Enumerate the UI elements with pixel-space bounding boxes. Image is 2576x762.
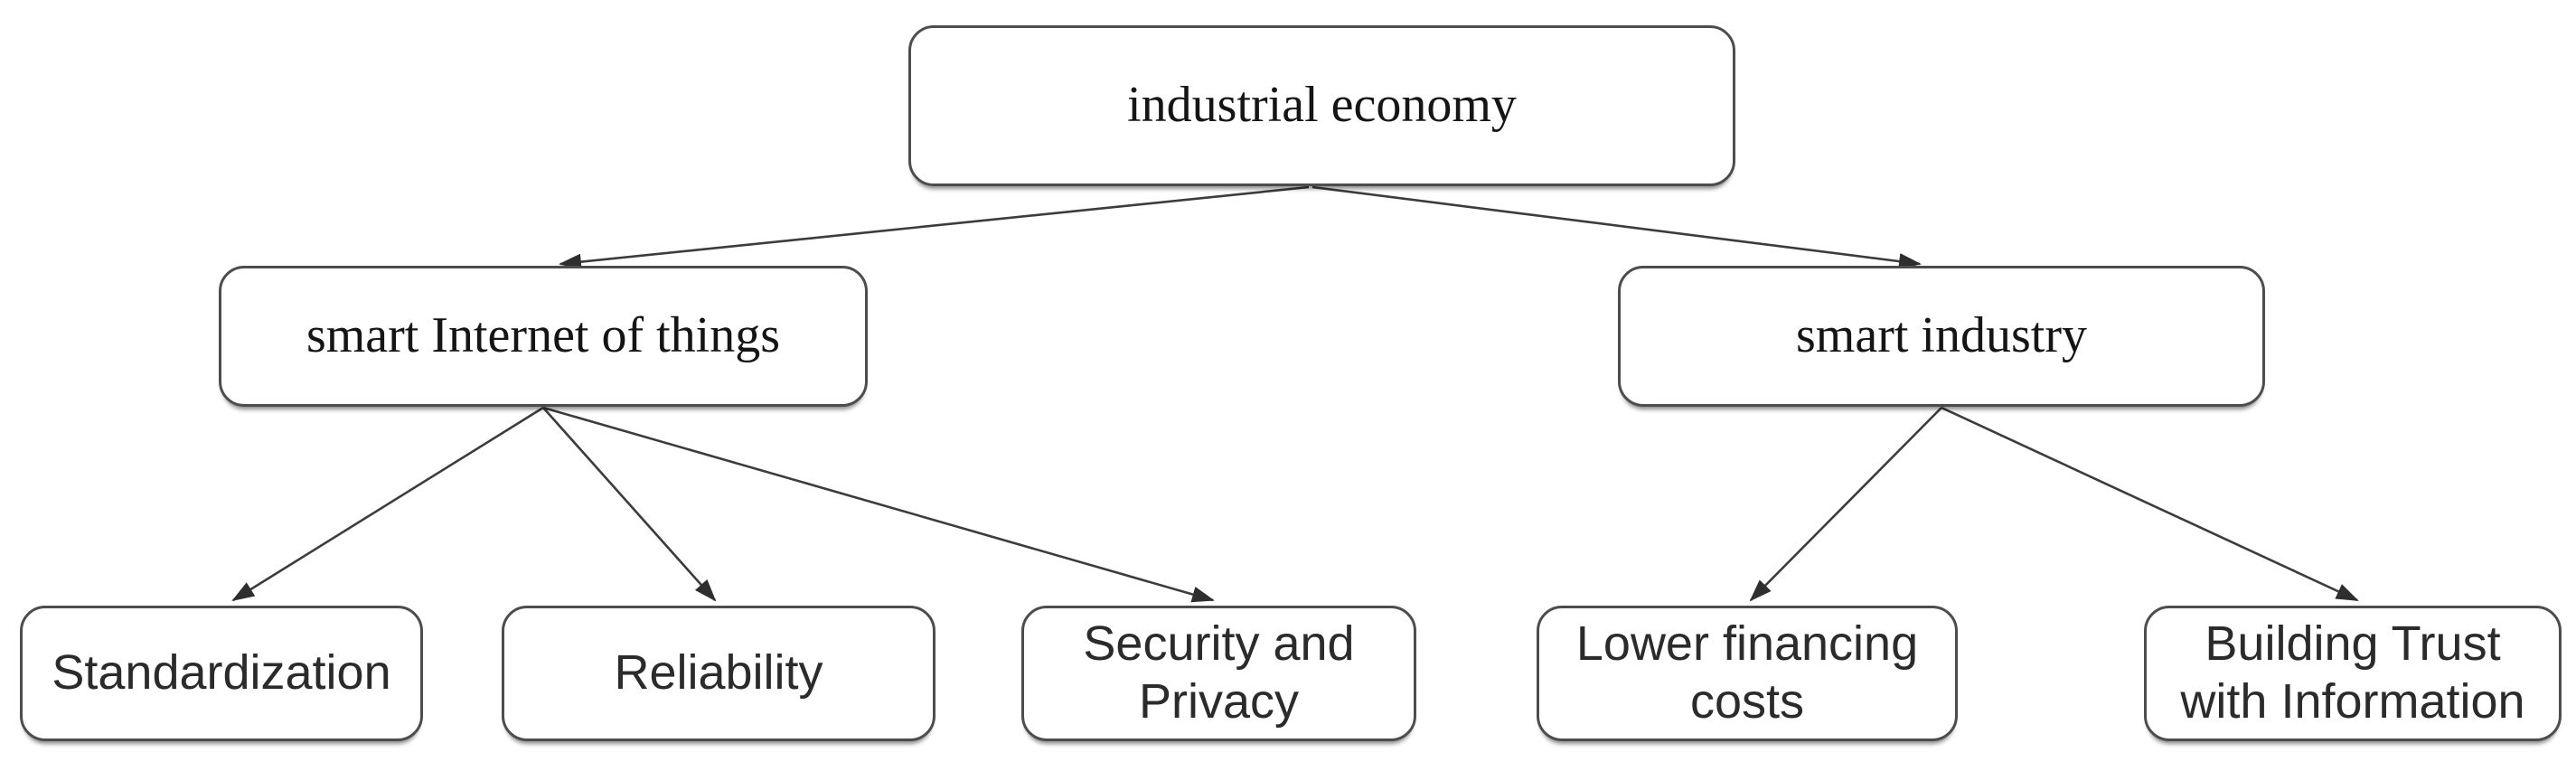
edge-root-to-smart-industry (1312, 185, 1922, 270)
edge-smart-iot-to-standardization (231, 406, 544, 602)
edge-smart-iot-to-security-privacy (542, 406, 1215, 603)
edge-smart-iot-to-reliability (542, 407, 717, 602)
node-standardization-label: Standardization (52, 645, 391, 701)
node-smart-internet-of-things: smart Internet of things (219, 266, 868, 407)
node-standardization: Standardization (20, 606, 423, 741)
node-smart-industry: smart industry (1618, 266, 2265, 407)
edge-smart-industry-to-lower-financing (1749, 407, 1942, 602)
node-reliability: Reliability (502, 606, 935, 741)
node-lower-financing-costs-label: Lower financing costs (1575, 616, 1919, 729)
node-building-trust-with-information: Building Trust with Information (2144, 606, 2562, 741)
edge-root-to-smart-iot (559, 185, 1310, 270)
node-security-and-privacy-label: Security and Privacy (1083, 616, 1355, 729)
node-lower-financing-costs: Lower financing costs (1537, 606, 1958, 741)
node-industrial-economy: industrial economy (908, 25, 1735, 186)
node-building-trust-with-information-label: Building Trust with Information (2180, 616, 2525, 729)
node-reliability-label: Reliability (614, 645, 823, 701)
node-security-and-privacy: Security and Privacy (1021, 606, 1416, 741)
node-industrial-economy-label: industrial economy (1127, 77, 1517, 134)
edge-smart-industry-to-building-trust (1941, 406, 2359, 602)
node-smart-internet-of-things-label: smart Internet of things (306, 307, 781, 364)
node-smart-industry-label: smart industry (1796, 307, 2087, 364)
